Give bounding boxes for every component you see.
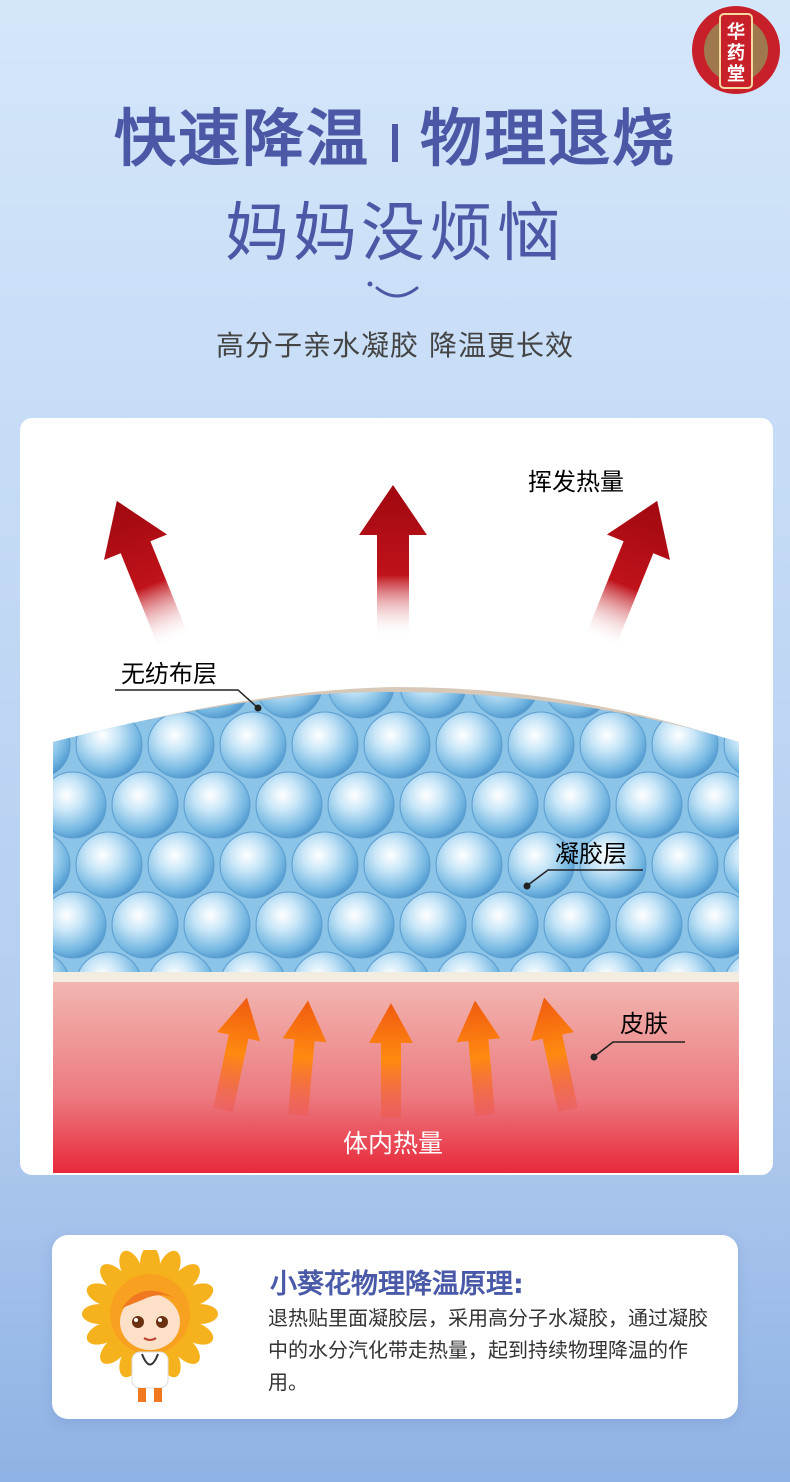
petal	[140, 1250, 160, 1282]
label-nonwoven: 无纺布层	[121, 660, 217, 688]
gel-layer	[53, 691, 739, 972]
sunflower-mascot	[82, 1250, 218, 1402]
gel-bubble	[579, 831, 647, 899]
gel-bubble	[53, 691, 107, 719]
gel-bubble	[507, 711, 575, 779]
gel-bubble	[435, 831, 503, 899]
gel-bubble	[327, 771, 395, 839]
headline-left: 快速降温	[113, 102, 370, 175]
gel-bubble	[219, 711, 287, 779]
gel-bubble	[291, 711, 359, 779]
gel-bubble	[543, 771, 611, 839]
gel-bubble	[147, 831, 215, 899]
gel-bubble	[53, 951, 71, 972]
body-heat-arrows	[213, 997, 578, 1118]
gel-bubble	[327, 691, 395, 719]
gel-bubble	[687, 771, 739, 839]
gel-bubble	[687, 691, 739, 719]
gel-bubble	[75, 951, 143, 972]
svg-text:药: 药	[727, 42, 745, 64]
gel-bubble	[471, 891, 539, 959]
smile-icon	[367, 281, 419, 298]
brand-logo: 华 药 堂	[692, 6, 780, 94]
gel-bubble	[75, 831, 143, 899]
gel-skin-boundary	[53, 972, 739, 982]
label-evaporate: 挥发热量	[528, 468, 624, 496]
subtitle: 高分子亲水凝胶 降温更长效	[216, 329, 574, 362]
svg-text:堂: 堂	[727, 63, 745, 85]
gel-bubble	[219, 831, 287, 899]
gel-bubble	[183, 891, 251, 959]
gel-bubble	[615, 891, 683, 959]
gel-bubble	[723, 711, 739, 779]
gel-bubble	[291, 831, 359, 899]
gel-bubble	[255, 891, 323, 959]
gel-bubble	[53, 831, 71, 899]
gel-bubble	[471, 771, 539, 839]
label-skin: 皮肤	[620, 1010, 668, 1038]
headline-line2: 妈妈没烦恼	[225, 197, 565, 271]
gel-bubble	[255, 691, 323, 719]
gel-bubble	[147, 711, 215, 779]
headline-right: 物理退烧	[420, 102, 677, 175]
arrow-up-right	[586, 500, 670, 646]
gel-bubble	[399, 771, 467, 839]
cooling-diagram: 挥发热量 无纺布层 凝胶层 皮肤 体内热量	[53, 468, 739, 1173]
gel-bubble	[651, 951, 719, 972]
gel-bubble	[471, 691, 539, 719]
gel-bubble	[183, 771, 251, 839]
gel-bubble	[579, 951, 647, 972]
gel-bubble	[399, 891, 467, 959]
gel-bubble	[327, 891, 395, 959]
gel-bubble	[363, 711, 431, 779]
gel-bubble	[75, 711, 143, 779]
gel-bubble	[291, 951, 359, 972]
gel-bubble	[507, 831, 575, 899]
gel-bubble	[615, 771, 683, 839]
gel-bubble	[363, 951, 431, 972]
gel-bubble	[111, 771, 179, 839]
gel-bubble	[651, 831, 719, 899]
gel-bubble	[579, 711, 647, 779]
gel-bubble	[111, 891, 179, 959]
gel-bubble	[53, 771, 107, 839]
gel-bubble	[687, 891, 739, 959]
info-heading: 小葵花物理降温原理:	[270, 1269, 524, 1300]
gel-bubble	[543, 891, 611, 959]
gel-bubble	[255, 771, 323, 839]
label-gel: 凝胶层	[555, 840, 627, 868]
arrow-up-left	[104, 500, 188, 646]
gel-bubble	[399, 691, 467, 719]
gel-bubble	[435, 711, 503, 779]
petal	[82, 1304, 118, 1324]
evaporation-arrows	[104, 485, 670, 646]
gel-bubble	[615, 691, 683, 719]
label-body-heat: 体内热量	[343, 1129, 443, 1158]
gel-bubble	[363, 831, 431, 899]
gel-bubble	[651, 711, 719, 779]
gel-bubble	[219, 951, 287, 972]
gel-bubble	[53, 891, 107, 959]
svg-text:华: 华	[727, 21, 745, 43]
petal	[182, 1304, 218, 1324]
gel-bubble	[507, 951, 575, 972]
info-body: 退热贴里面凝胶层，采用高分子水凝胶，通过凝胶中的水分汽化带走热量，起到持续物理降…	[268, 1306, 708, 1394]
divider	[392, 123, 398, 162]
headline: 快速降温物理退烧	[0, 88, 790, 178]
gel-bubble	[723, 831, 739, 899]
gel-bubble	[435, 951, 503, 972]
arrow-up-center	[359, 485, 427, 635]
gel-bubble	[147, 951, 215, 972]
